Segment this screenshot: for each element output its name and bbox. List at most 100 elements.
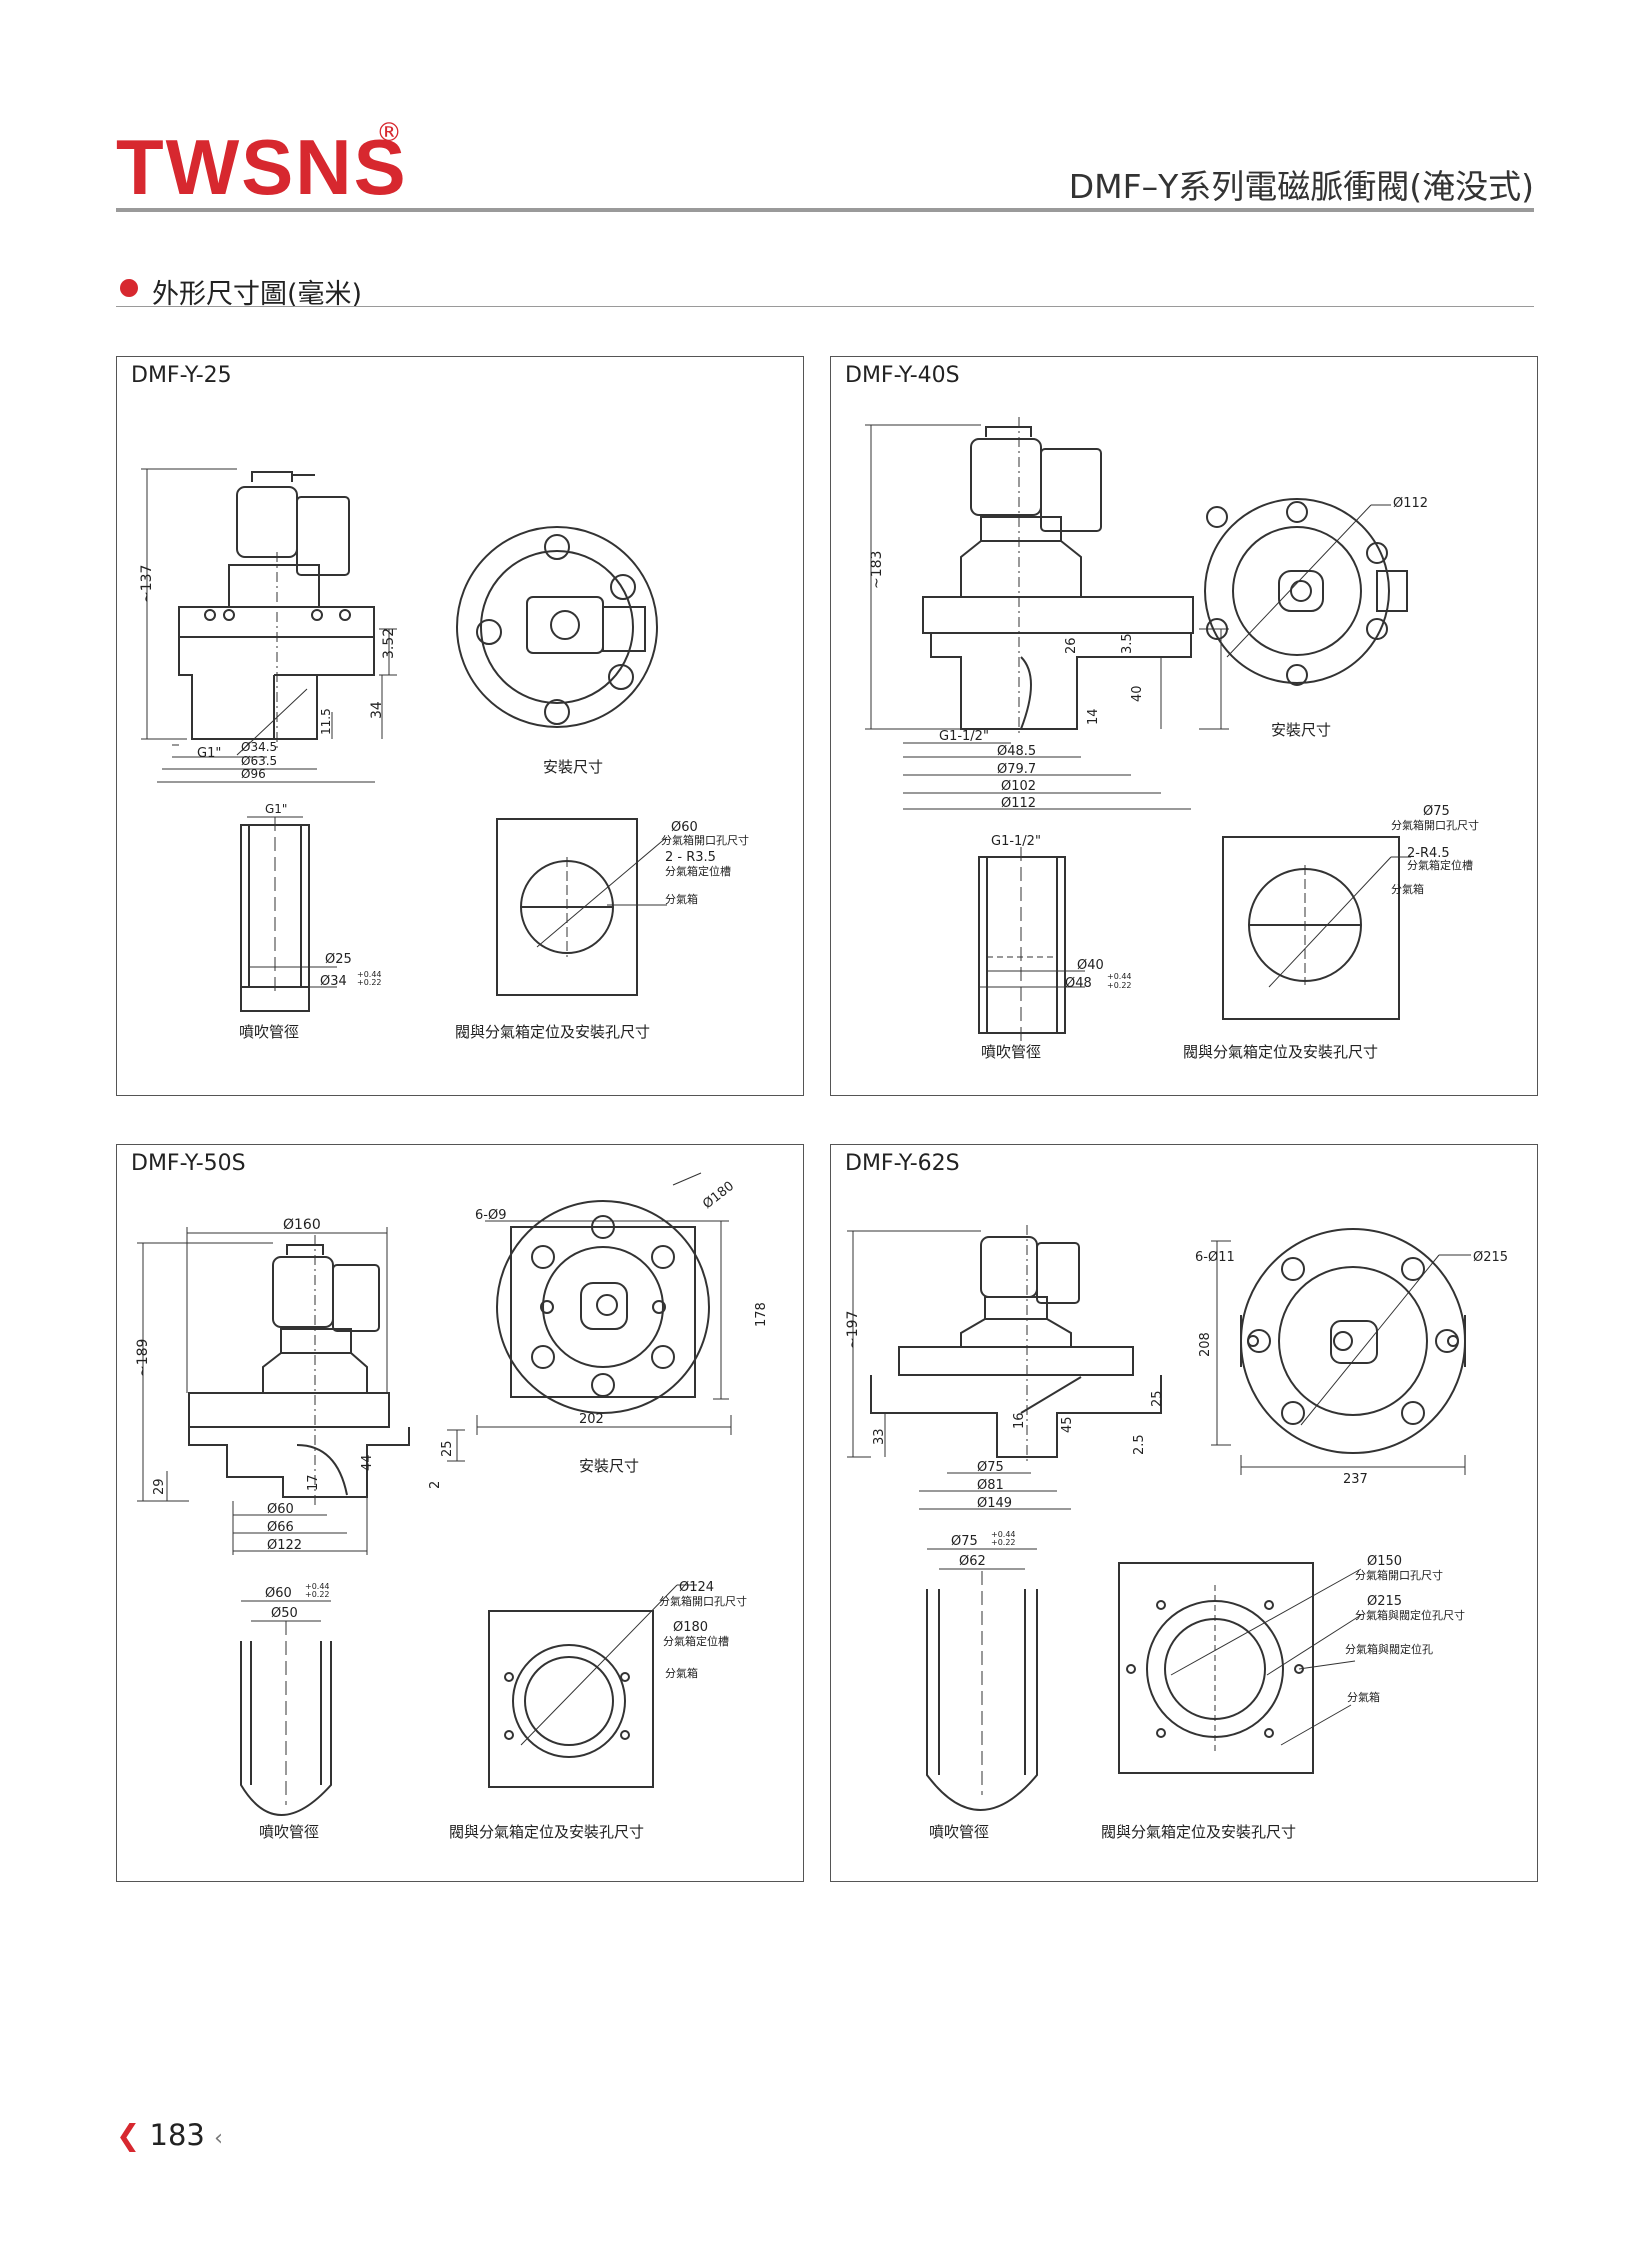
pipe-tol-minus: +0.22 — [305, 1590, 330, 1599]
prev-page-icon: ❮ — [116, 2118, 141, 2152]
pipe-d62: Ø62 — [959, 1554, 986, 1569]
top-view — [1240, 1228, 1466, 1454]
install-label: 安裝尺寸 — [543, 758, 603, 776]
dmf-y-62s-drawing: ~197 33 16 45 2.5 25 Ø75 Ø81 Ø149 6-Ø11 … — [845, 1225, 1508, 1841]
flange-d112: Ø112 — [1393, 496, 1428, 511]
dim-2-5: 2.5 — [1132, 1434, 1147, 1455]
box-label: 分氣箱 — [665, 1666, 698, 1680]
solenoid-connector — [296, 496, 350, 576]
box-caption: 閥與分氣箱定位及安裝孔尺寸 — [1183, 1043, 1378, 1061]
pipe-g1: G1" — [265, 802, 287, 816]
dim-height: ~137 — [139, 565, 155, 603]
dim-g1: G1" — [197, 746, 221, 761]
pipe-d34: Ø34 — [320, 974, 347, 989]
pipe-tol-minus: +0.22 — [357, 978, 382, 987]
dmf-y-40s-drawing: ~183 26 3.5 40 14 G1-1/2" Ø48.5 Ø79.7 Ø1… — [865, 417, 1479, 1061]
dim-d66: Ø66 — [267, 1520, 294, 1535]
box-label: 分氣箱 — [1347, 1690, 1380, 1704]
box-d150: Ø150 — [1367, 1554, 1402, 1569]
pipe-label: 噴吹管徑 — [239, 1023, 299, 1041]
dim-height: ~189 — [135, 1339, 151, 1377]
box-groove-label: 分氣箱定位槽 — [1407, 858, 1473, 872]
dim-11-5: 11.5 — [319, 708, 333, 735]
box-d60: Ø60 — [671, 820, 698, 835]
page-number: ❮ 183 ‹ — [116, 2118, 223, 2152]
flange-208: 208 — [1198, 1332, 1213, 1357]
pipe-d60: Ø60 — [265, 1586, 292, 1601]
box-outline — [1222, 836, 1400, 1020]
dim-16: 16 — [1012, 1412, 1027, 1429]
dim-d34-5: Ø34.5 — [241, 740, 277, 754]
dim-3-5: 3.5 — [1120, 633, 1135, 654]
dim-25: 25 — [1150, 1390, 1165, 1407]
box-outline — [1118, 1562, 1314, 1774]
box-opening-label: 分氣箱開口孔尺寸 — [1355, 1568, 1443, 1582]
pipe-drawing — [978, 856, 1066, 1034]
box-opening — [504, 1644, 630, 1758]
box-d124: Ø124 — [679, 1580, 714, 1595]
flange-holes: 6-Ø9 — [475, 1208, 506, 1223]
pipe-d40: Ø40 — [1077, 958, 1104, 973]
box-label: 分氣箱 — [1391, 882, 1424, 896]
pipe-tol-plus: +0.44 — [357, 970, 382, 979]
dmf-y-25-drawing: ~137 3.52 34 11.5 G1" Ø34.5 Ø63.5 Ø96 安裝… — [139, 468, 749, 1041]
box-opening-label: 分氣箱開口孔尺寸 — [1391, 818, 1479, 832]
pipe-tol-plus: +0.44 — [305, 1582, 330, 1591]
box-opening-label: 分氣箱開口孔尺寸 — [661, 833, 749, 847]
registered-mark: ® — [376, 118, 402, 148]
pipe-tol-plus: +0.44 — [991, 1530, 1016, 1539]
panel-dmf-y-50s: DMF-Y-50S Ø160 ~189 29 17 44 2 25 Ø60 — [116, 1144, 804, 1882]
pipe-label: 噴吹管徑 — [929, 1823, 989, 1841]
panel-dmf-y-40s: DMF-Y-40S ~183 26 3.5 40 14 G1-1/2" Ø48.… — [830, 356, 1538, 1096]
flange-d215: Ø215 — [1473, 1250, 1508, 1265]
pipe-label: 噴吹管徑 — [981, 1043, 1041, 1061]
dim-height: ~183 — [869, 551, 885, 589]
section-rule — [116, 306, 1534, 307]
box-opening-label: 分氣箱開口孔尺寸 — [659, 1594, 747, 1608]
dim-g1-1-2: G1-1/2" — [939, 729, 989, 744]
dim-17: 17 — [306, 1474, 321, 1491]
box-d75: Ø75 — [1423, 804, 1450, 819]
top-view — [496, 1200, 710, 1414]
box-label: 分氣箱 — [665, 892, 698, 906]
top-view — [456, 526, 658, 728]
box-d215: Ø215 — [1367, 1594, 1402, 1609]
panel-title: DMF-Y-62S — [845, 1151, 960, 1176]
install-label: 安裝尺寸 — [1271, 721, 1331, 739]
box-outline — [488, 1610, 654, 1788]
panel-title: DMF-Y-25 — [131, 363, 232, 388]
dim-d63-5: Ø63.5 — [241, 754, 277, 768]
dim-40: 40 — [1130, 685, 1145, 702]
install-label: 安裝尺寸 — [579, 1457, 639, 1475]
pipe-drawing — [240, 1641, 332, 1816]
flange-178: 178 — [754, 1302, 769, 1327]
solenoid-coil — [236, 486, 298, 558]
box-caption: 閥與分氣箱定位及安裝孔尺寸 — [1101, 1823, 1296, 1841]
pipe-tol-plus: +0.44 — [1107, 972, 1132, 981]
pipe-d48: Ø48 — [1065, 976, 1092, 991]
dim-14: 14 — [1086, 708, 1101, 725]
document-title: DMF–Y系列電磁脈衝閥(淹没式) — [1068, 167, 1534, 206]
dim-d112: Ø112 — [1001, 796, 1036, 811]
dim-d75: Ø75 — [977, 1460, 1004, 1475]
box-locate-size-label: 分氣箱與閥定位孔尺寸 — [1355, 1608, 1465, 1622]
dim-26: 26 — [1064, 637, 1079, 654]
page-number-value: 183 — [149, 2118, 205, 2152]
top-view — [1204, 498, 1408, 686]
dim-45: 45 — [1060, 1416, 1075, 1433]
dim-d48-5: Ø48.5 — [997, 744, 1036, 759]
pipe-tol-minus: +0.22 — [1107, 981, 1132, 990]
panel-dmf-y-62s: DMF-Y-62S ~197 33 16 45 2.5 25 Ø75 Ø81 Ø… — [830, 1144, 1538, 1882]
dmf-y-50s-drawing: Ø160 ~189 29 17 44 2 25 Ø60 Ø66 Ø122 6-Ø… — [135, 1172, 769, 1841]
dim-d149: Ø149 — [977, 1496, 1012, 1511]
dim-d102: Ø102 — [1001, 779, 1036, 794]
dim-d81: Ø81 — [977, 1478, 1004, 1493]
valve-bonnet — [228, 564, 320, 608]
chevron-left-icon: ‹ — [214, 2126, 223, 2151]
dim-33: 33 — [872, 1428, 887, 1445]
panel-title: DMF-Y-40S — [845, 363, 960, 388]
dim-34: 34 — [369, 701, 385, 719]
box-r3-5: 2 - R3.5 — [665, 850, 716, 865]
dim-d60: Ø60 — [267, 1502, 294, 1517]
dim-2: 2 — [428, 1481, 443, 1489]
